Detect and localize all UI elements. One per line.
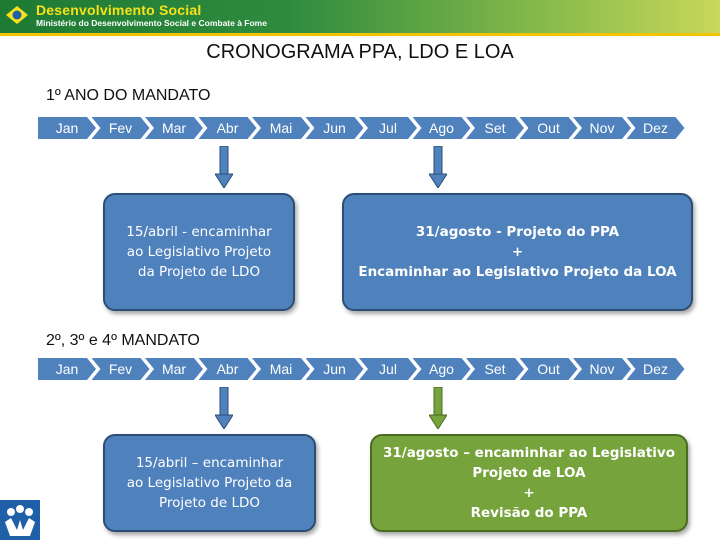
org-subtitle: Ministério do Desenvolvimento Social e C… <box>36 18 267 28</box>
month-set: Set <box>466 117 524 139</box>
month-mai: Mai <box>252 117 310 139</box>
month-fev: Fev <box>92 117 150 139</box>
month-jun: Jun <box>306 358 364 380</box>
ppa-loa-deadline-box: 31/agosto - Projeto do PPA + Encaminhar … <box>342 193 693 311</box>
down-arrow-icon <box>215 146 233 188</box>
header-stripe <box>0 33 720 36</box>
month-jun: Jun <box>306 117 364 139</box>
month-mar: Mar <box>145 358 203 380</box>
month-fev: Fev <box>92 358 150 380</box>
month-abr: Abr <box>199 358 257 380</box>
ldo-deadline-box-2: 15/abril – encaminhar ao Legislativo Pro… <box>103 434 316 532</box>
org-name: Desenvolvimento Social <box>36 2 202 18</box>
ldo-deadline-box: 15/abril - encaminhar ao Legislativo Pro… <box>103 193 295 311</box>
month-out: Out <box>520 358 578 380</box>
month-jul: Jul <box>359 358 417 380</box>
month-jul: Jul <box>359 117 417 139</box>
down-arrow-icon <box>215 387 233 429</box>
month-ago: Ago <box>413 358 471 380</box>
month-nov: Nov <box>573 358 631 380</box>
month-dez: Dez <box>627 117 685 139</box>
month-abr: Abr <box>199 117 257 139</box>
people-logo-icon <box>0 500 40 540</box>
month-ago: Ago <box>413 117 471 139</box>
month-jan: Jan <box>38 358 96 380</box>
month-dez: Dez <box>627 358 685 380</box>
month-mai: Mai <box>252 358 310 380</box>
month-jan: Jan <box>38 117 96 139</box>
brazil-flag-icon <box>4 4 30 26</box>
month-mar: Mar <box>145 117 203 139</box>
page-title: CRONOGRAMA PPA, LDO E LOA <box>206 41 514 63</box>
section1-label: 1º ANO DO MANDATO <box>46 87 211 104</box>
month-out: Out <box>520 117 578 139</box>
loa-ppa-revision-box: 31/agosto – encaminhar ao Legislativo Pr… <box>370 434 688 532</box>
section2-label: 2º, 3º e 4º MANDATO <box>46 332 200 349</box>
down-arrow-icon <box>429 387 447 429</box>
month-set: Set <box>466 358 524 380</box>
down-arrow-icon <box>429 146 447 188</box>
month-nov: Nov <box>573 117 631 139</box>
header-banner <box>0 0 720 33</box>
